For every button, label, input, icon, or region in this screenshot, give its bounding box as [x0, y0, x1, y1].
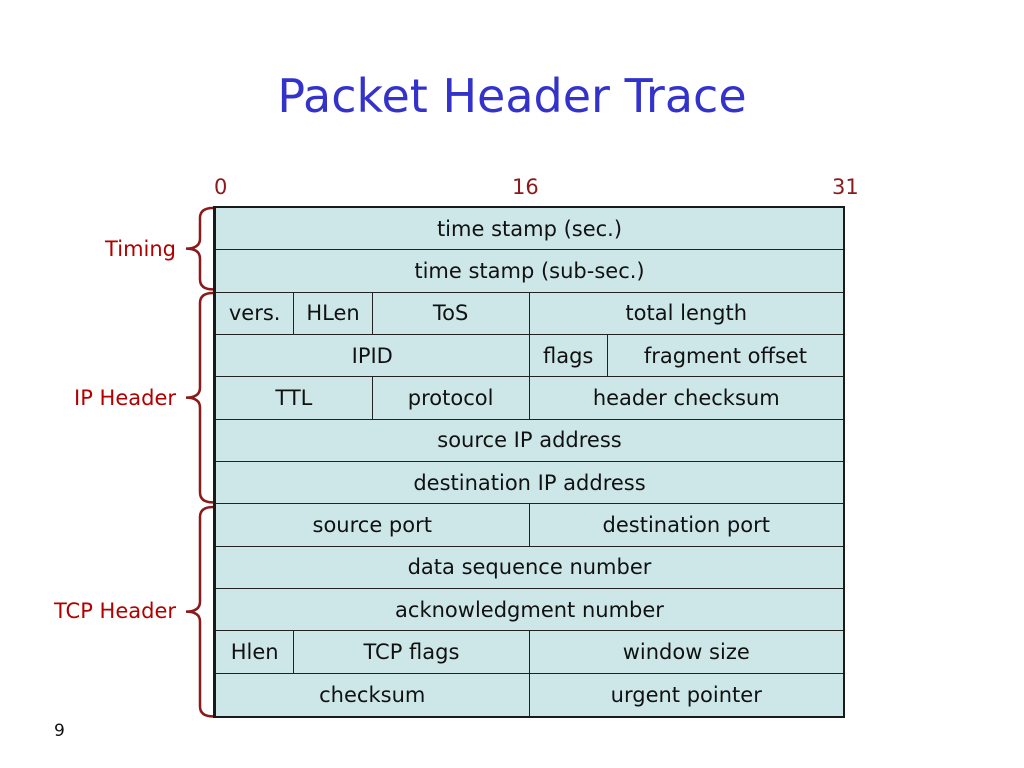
- bit-label-16: 16: [512, 175, 539, 199]
- page-number: 9: [54, 721, 65, 741]
- field-tos: ToS: [372, 292, 530, 335]
- field-destination-port: destination port: [529, 504, 843, 547]
- field-hlen: HLen: [294, 292, 373, 335]
- field-destination-ip-address: destination IP address: [216, 461, 843, 505]
- group-label-1: IP Header: [74, 386, 176, 410]
- brace-path-1: [185, 292, 214, 504]
- brace-path-0: [185, 206, 214, 291]
- bit-label-0: 0: [214, 175, 228, 199]
- field-time-stamp-sub-sec: time stamp (sub-sec.): [216, 250, 843, 293]
- field-fragment-offset: fragment offset: [607, 334, 843, 378]
- packet-header-table: time stamp (sec.)time stamp (sub-sec.)ve…: [213, 206, 845, 718]
- field-urgent-pointer: urgent pointer: [529, 673, 843, 716]
- brace-path-2: [185, 505, 214, 718]
- brace-0: [185, 206, 214, 291]
- field-data-sequence-number: data sequence number: [216, 546, 843, 589]
- field-hlen: Hlen: [216, 631, 295, 674]
- field-source-port: source port: [216, 504, 530, 547]
- slide-title: Packet Header Trace: [277, 69, 747, 123]
- group-label-2: TCP Header: [53, 599, 176, 624]
- bit-label-31: 31: [832, 175, 859, 199]
- field-source-ip-address: source IP address: [216, 419, 843, 462]
- field-flags: flags: [529, 334, 608, 378]
- field-tcp-flags: TCP flags: [294, 631, 530, 674]
- field-window-size: window size: [529, 631, 843, 674]
- field-vers: vers.: [216, 292, 295, 335]
- field-checksum: checksum: [216, 673, 530, 716]
- field-total-length: total length: [529, 292, 843, 335]
- brace-1: [185, 292, 214, 504]
- field-protocol: protocol: [372, 377, 530, 420]
- brace-2: [185, 505, 214, 718]
- field-ipid: IPID: [216, 334, 530, 378]
- field-acknowledgment-number: acknowledgment number: [216, 588, 843, 632]
- field-ttl: TTL: [216, 377, 373, 420]
- field-header-checksum: header checksum: [529, 377, 843, 420]
- field-time-stamp-sec: time stamp (sec.): [216, 208, 843, 251]
- group-label-0: Timing: [105, 236, 176, 261]
